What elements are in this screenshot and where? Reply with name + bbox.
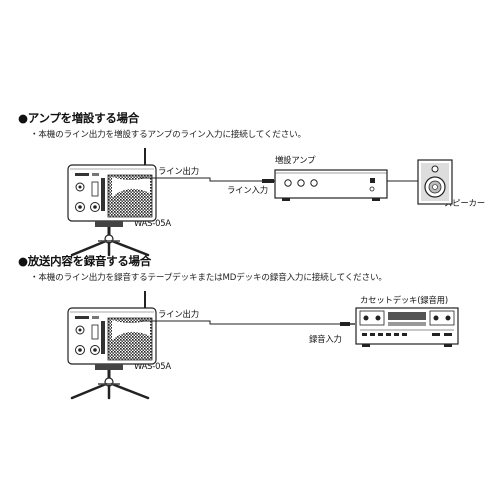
section2-heading: ●放送内容を録音する場合 bbox=[18, 254, 151, 268]
section2-cable bbox=[140, 320, 340, 325]
cassette-deck bbox=[355, 307, 459, 347]
rec-in-label: 録音入力 bbox=[309, 334, 342, 344]
section2-wireless-unit bbox=[66, 289, 158, 400]
speaker-label: スピーカー bbox=[444, 198, 485, 208]
section1-note: ・本機のライン出力を増設するアンプのライン入力に接続してください。 bbox=[30, 130, 306, 140]
section1-line-out-label: ライン出力 bbox=[158, 166, 199, 176]
extension-amplifier bbox=[274, 169, 388, 201]
amp-title: 増設アンプ bbox=[275, 155, 316, 165]
speaker bbox=[417, 159, 453, 205]
section2-line-out-label: ライン出力 bbox=[158, 309, 199, 319]
deck-title: カセットデッキ(録音用) bbox=[360, 295, 448, 305]
section2-unit-label: WAS-05A bbox=[134, 361, 171, 371]
section1-wireless-unit bbox=[66, 146, 158, 257]
section1-heading: ●アンプを増設する場合 bbox=[18, 111, 139, 125]
section2-note: ・本機のライン出力を録音するテープデッキまたはMDデッキの録音入力に接続してくだ… bbox=[30, 273, 387, 283]
section1-cable bbox=[140, 177, 262, 182]
section1-line-in-label: ライン入力 bbox=[227, 185, 268, 195]
section1-unit-label: WAS-05A bbox=[134, 218, 171, 228]
